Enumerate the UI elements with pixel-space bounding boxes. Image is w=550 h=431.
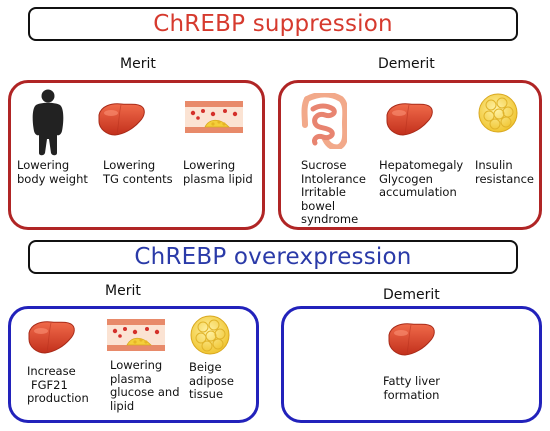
suppression-demerit-label: Demerit: [378, 56, 435, 72]
overexpression-demerit-label: Demerit: [383, 287, 440, 303]
overexpression-demerit-panel: Fatty liver formation: [281, 306, 542, 423]
liver-icon: [385, 101, 435, 137]
adipocyte-icon: [478, 93, 518, 133]
caption-lowering-tg-contents: Lowering TG contents: [103, 158, 173, 186]
caption-increase-fgf21: Increase FGF21 production: [27, 364, 89, 405]
caption-lowering-body-weight: Lowering body weight: [17, 158, 88, 186]
suppression-merit-panel: Lowering body weight Lowering TG content…: [8, 80, 265, 230]
blood-vessel-icon: [107, 319, 165, 351]
blood-vessel-icon: [185, 101, 243, 133]
overexpression-merit-panel: Increase FGF21 production Lowering plasm…: [8, 306, 259, 423]
caption-sucrose-intolerance: Sucrose Intolerance Irritable bowel synd…: [301, 158, 366, 226]
caption-lowering-plasma-lipid: Lowering plasma lipid: [183, 158, 253, 186]
adipocyte-icon: [190, 315, 230, 355]
suppression-demerit-panel: Sucrose Intolerance Irritable bowel synd…: [278, 80, 542, 230]
caption-insulin-resistance: Insulin resistance: [475, 158, 534, 186]
suppression-title: ChREBP suppression: [28, 7, 518, 41]
liver-icon: [97, 101, 147, 137]
overexpression-title: ChREBP overexpression: [28, 240, 518, 274]
suppression-merit-label: Merit: [120, 56, 156, 72]
body-silhouette-icon: [31, 89, 65, 157]
overexpression-merit-label: Merit: [105, 283, 141, 299]
caption-lowering-plasma-glucose: Lowering plasma glucose and lipid: [110, 358, 180, 413]
caption-beige-adipose: Beige adipose tissue: [189, 360, 234, 401]
liver-icon: [27, 319, 77, 355]
caption-fatty-liver: Fatty liver formation: [382, 374, 441, 402]
caption-hepatomegaly: Hepatomegaly Glycogen accumulation: [379, 158, 464, 199]
intestine-icon: [301, 93, 347, 149]
liver-icon: [387, 321, 437, 357]
